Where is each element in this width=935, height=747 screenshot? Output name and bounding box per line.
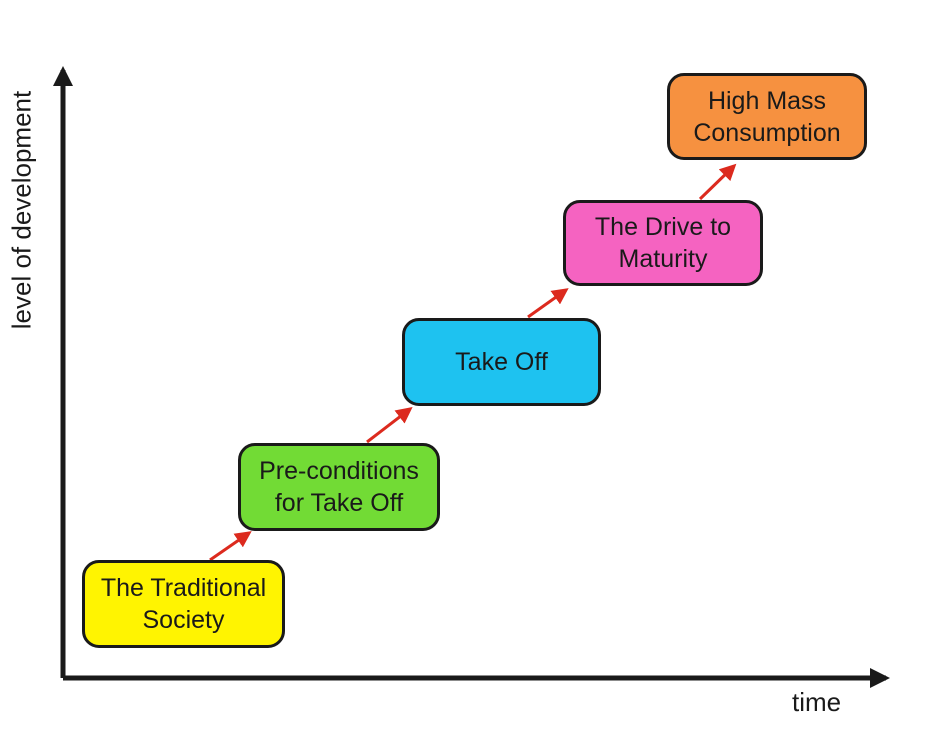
stage-label: The Traditional Society	[100, 574, 267, 634]
stage-label: High Mass Consumption	[693, 86, 841, 147]
y-axis-label: level of development	[6, 90, 37, 330]
stage-box-traditional-society: The Traditional Society	[82, 560, 285, 648]
stage-box-take-off: Take Off	[402, 318, 601, 406]
flow-arrow-4	[698, 163, 737, 201]
stage-label: Pre-conditions for Take Off	[259, 457, 419, 517]
stage-box-preconditions-for-take-off: Pre-conditions for Take Off	[238, 443, 440, 531]
x-axis-label: time	[792, 687, 842, 717]
stage-label: Take Off	[455, 348, 548, 376]
flow-arrow-3	[527, 288, 569, 319]
flow-arrow-1	[209, 531, 252, 562]
stage-label: The Drive to Maturity	[594, 213, 732, 273]
stage-box-high-mass-consumption: High Mass Consumption	[667, 73, 867, 160]
flow-arrow-2	[366, 406, 413, 444]
stage-box-drive-to-maturity: The Drive to Maturity	[563, 200, 763, 286]
